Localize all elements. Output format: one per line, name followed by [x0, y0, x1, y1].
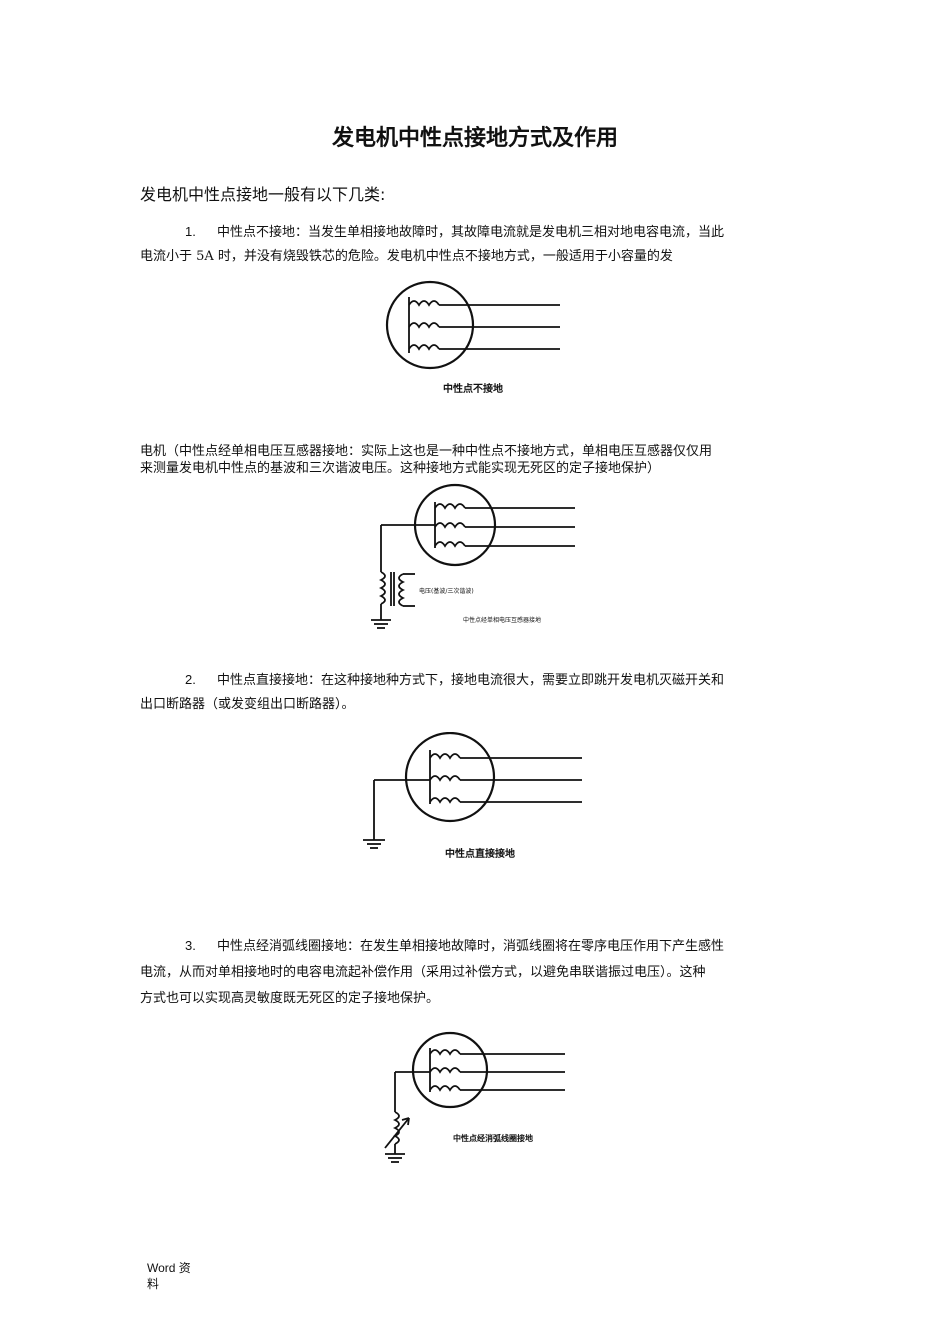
- figure-solid-grounded-neutral: 中性点直接接地: [360, 732, 590, 860]
- paragraph-line: 电流，从而对单相接地时的电容电流起补偿作用（采用过补偿方式，以避免串联谐振过电压…: [140, 965, 706, 980]
- footer-line: 料: [147, 1277, 160, 1291]
- paragraph-item-3: 3. 中性点经消弧线圈接地：在发生单相接地故障时，消弧线圈将在零序电压作用下产生感…: [140, 933, 800, 1012]
- figure-ungrounded-neutral: 中性点不接地: [380, 275, 580, 400]
- figure-caption: 中性点不接地: [443, 384, 503, 395]
- figure-caption: 中性点经消弧线圈接地: [453, 1134, 533, 1143]
- figure-caption: 中性点经单相电压互感器接地: [463, 617, 542, 624]
- item-number: 1.: [185, 224, 196, 239]
- paragraph-item-1: 1. 中性点不接地：当发生单相接地故障时，其故障电流就是发电机三相对地电容电流，当…: [140, 220, 800, 269]
- pt-label: 电压(基波/三次谐波): [419, 588, 474, 595]
- figure-caption: 中性点直接接地: [445, 849, 515, 860]
- footer-note: Word 资 料: [147, 1260, 207, 1292]
- paragraph-line: 出口断路器（或发变组出口断路器）。: [140, 697, 355, 712]
- paragraph-line: 方式也可以实现高灵敏度既无死区的定子接地保护。: [140, 991, 440, 1006]
- figure-petersen-coil-grounded-neutral: 中性点经消弧线圈接地: [375, 1030, 575, 1170]
- paragraph-line: 电流小于 5A 时，并没有烧毁铁芯的危险。发电机中性点不接地方式，一般适用于小容…: [140, 249, 673, 264]
- paragraph-line: 中性点经消弧线圈接地：在发生单相接地故障时，消弧线圈将在零序电压作用下产生感性: [217, 939, 725, 954]
- figure-pt-grounded-neutral: 电压(基波/三次谐波) 中性点经单相电压互感器接地: [365, 480, 585, 635]
- paragraph-item-2: 2. 中性点直接接地：在这种接地种方式下，接地电流很大，需要立即跳开发电机灭磁开关…: [140, 668, 800, 717]
- item-number: 3.: [185, 938, 196, 953]
- footer-line: Word 资: [147, 1261, 191, 1275]
- paragraph-continuation: 电机（中性点经单相电压互感器接地：实际上这也是一种中性点不接地方式，单相电压互感…: [140, 443, 800, 477]
- paragraph-line: 来测量发电机中性点的基波和三次谐波电压。这种接地方式能实现无死区的定子接地保护）: [140, 461, 661, 476]
- paragraph-line: 中性点不接地：当发生单相接地故障时，其故障电流就是发电机三相对地电容电流，当此: [217, 225, 725, 240]
- paragraph-line: 中性点直接接地：在这种接地种方式下，接地电流很大，需要立即跳开发电机灭磁开关和: [217, 673, 725, 688]
- page-title: 发电机中性点接地方式及作用: [331, 126, 618, 151]
- section-heading: 发电机中性点接地一般有以下几类:: [140, 185, 386, 204]
- paragraph-line: 电机（中性点经单相电压互感器接地：实际上这也是一种中性点不接地方式，单相电压互感…: [140, 444, 713, 459]
- item-number: 2.: [185, 672, 196, 687]
